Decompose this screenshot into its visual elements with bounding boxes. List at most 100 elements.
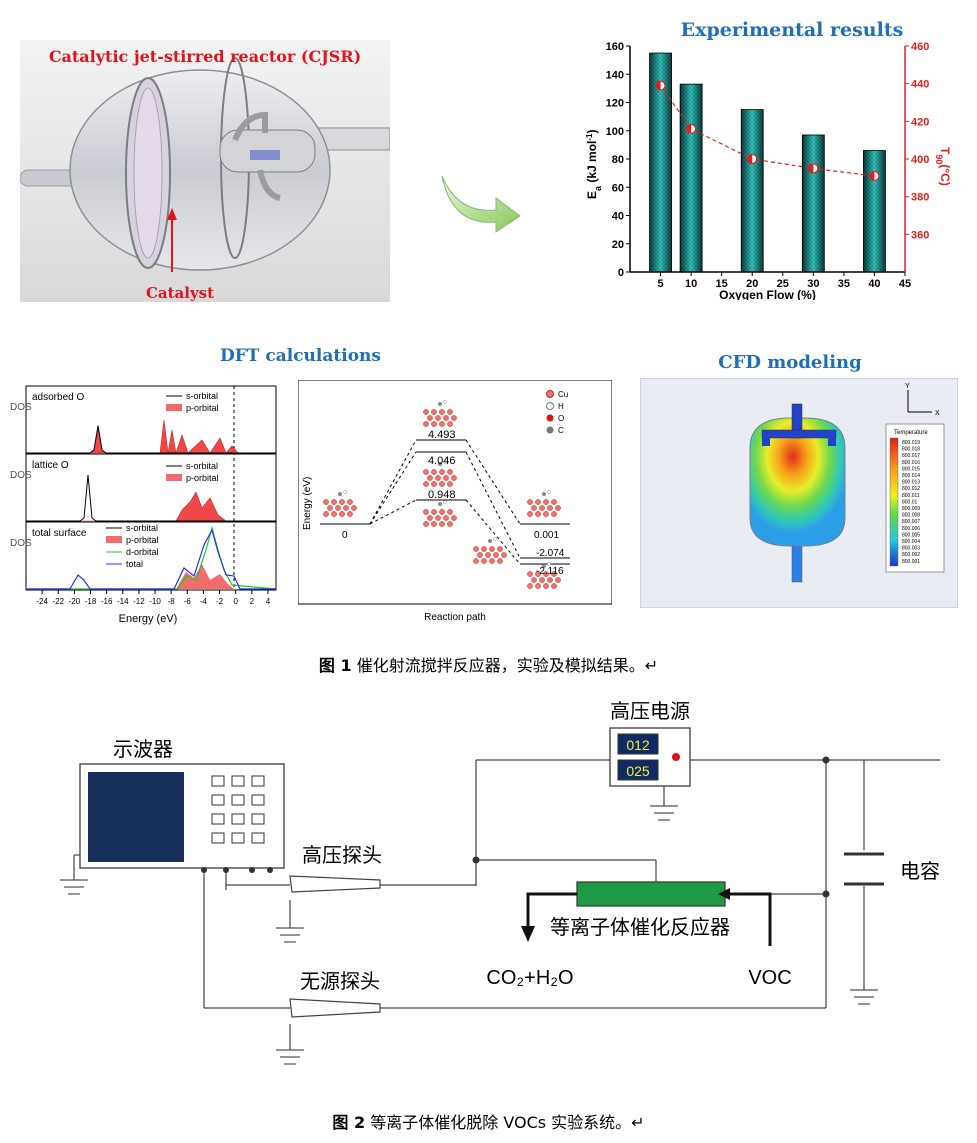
- x-tick-label: 25: [777, 278, 789, 290]
- atom-legend-o: O: [558, 414, 564, 423]
- cfd-legend-value: 800.008: [902, 513, 920, 519]
- cu-atom: [443, 415, 449, 421]
- y-left-tick-label: 140: [606, 69, 624, 81]
- passive-probe: [289, 998, 381, 1018]
- cu-atom: [323, 511, 329, 517]
- reaction-path-ylabel-rot: Energy (eV): [302, 477, 313, 530]
- dos-legend-s-3: s-orbital: [126, 523, 158, 533]
- oscilloscope-button: [211, 813, 225, 825]
- reaction-path-panel: Energy (eV) Energy (eV) 0 4.493 4.046 0.…: [297, 379, 613, 626]
- cu-atom: [431, 481, 437, 487]
- cu-atom: [439, 481, 445, 487]
- molecule-structures: [323, 400, 561, 589]
- level-m2116: -2.116: [536, 566, 564, 577]
- cu-atom: [539, 577, 545, 583]
- figure-1-text: 催化射流搅拌反应器，实验及模拟结果。↵: [351, 656, 659, 675]
- cfd-legend-value: 800.019: [902, 440, 920, 446]
- level-0: 0: [342, 530, 348, 541]
- oscilloscope-button: [231, 813, 245, 825]
- dos-x-tick-label: 4: [266, 597, 271, 606]
- cu-atom: [543, 511, 549, 517]
- cu-atom: [543, 571, 549, 577]
- cu-atom: [555, 505, 561, 511]
- x-tick-label: 10: [685, 278, 697, 290]
- cfd-legend-value: 800.005: [902, 532, 920, 538]
- ea-bar-hatch: [649, 53, 672, 272]
- oscilloscope-button: [211, 775, 225, 787]
- cu-atom: [435, 515, 441, 521]
- level-m2074: -2.074: [536, 548, 565, 559]
- cu-atom: [547, 577, 553, 583]
- dos-x-label: Energy (eV): [119, 613, 178, 625]
- cfd-legend-value: 800.013: [902, 480, 920, 486]
- cu-atom: [435, 415, 441, 421]
- cfd-temperature-legend: Temperature 800.019800.018800.017800.016…: [885, 423, 945, 573]
- y-left-tick-label: 80: [612, 154, 624, 166]
- cu-atom: [527, 583, 533, 589]
- cu-atom: [489, 558, 495, 564]
- cu-atom: [539, 505, 545, 511]
- cfd-legend-value: 800.014: [902, 473, 920, 479]
- dos-x-tick-label: 0: [233, 597, 238, 606]
- cu-atom: [339, 511, 345, 517]
- cfd-legend-title: Temperature: [894, 430, 928, 436]
- cfd-legend-value: 800.016: [902, 460, 920, 466]
- cu-atom: [331, 511, 337, 517]
- cu-atom: [535, 499, 541, 505]
- cu-atom: [431, 521, 437, 527]
- cfd-legend-value: 800.006: [902, 526, 920, 532]
- experimental-circuit: 示波器 012 025 高压电源 高压探头 无源探头 电容 等离子体催化反应器 …: [60, 700, 940, 1065]
- atom-legend-cu: Cu: [558, 390, 568, 399]
- dos-x-tick-label: -4: [200, 597, 208, 606]
- level-0948: 0.948: [428, 489, 456, 501]
- cu-atom: [481, 546, 487, 552]
- cjsr-panel: Catalytic jet-stirred reactor (CJSR) Cat…: [19, 40, 391, 302]
- cu-atom: [351, 505, 357, 511]
- hv-display-2: 025: [626, 763, 650, 779]
- cfd-axes-icon: Y X: [905, 383, 940, 417]
- y-left-tick-label: 100: [606, 126, 624, 138]
- oscilloscope-button: [231, 794, 245, 806]
- x-tick-label: 5: [657, 278, 663, 290]
- cu-atom: [431, 509, 437, 515]
- x-tick-label: 40: [868, 278, 880, 290]
- oscilloscope: [79, 763, 285, 873]
- figure-1-caption: 图 1 催化射流搅拌反应器，实验及模拟结果。↵: [0, 652, 977, 676]
- products-label: CO₂+H₂O: [486, 967, 573, 989]
- dos-legend-s-2: s-orbital: [186, 461, 218, 471]
- y-left-tick-label: 160: [606, 41, 624, 53]
- cfd-legend-value: 800.001: [902, 559, 920, 565]
- cu-atom: [531, 577, 537, 583]
- cu-atom: [347, 511, 353, 517]
- cfd-legend-value: 800.004: [902, 539, 920, 545]
- cu-atom: [423, 421, 429, 427]
- cu-atom: [435, 475, 441, 481]
- voc-label: VOC: [748, 967, 791, 989]
- dos-x-tick-label: -12: [133, 597, 145, 606]
- cu-atom: [423, 521, 429, 527]
- cu-atom: [551, 571, 557, 577]
- y-right-tick-label: 400: [911, 154, 929, 166]
- cfd-legend-value: 800.009: [902, 506, 920, 512]
- cu-atom: [473, 546, 479, 552]
- cjsr-title: Catalytic jet-stirred reactor (CJSR): [49, 47, 361, 66]
- dos-x-tick-label: -22: [52, 597, 64, 606]
- cu-atom: [485, 552, 491, 558]
- cfd-legend-value: 800.012: [902, 486, 920, 492]
- y-left-tick-label: 0: [618, 267, 624, 279]
- cu-atom: [343, 505, 349, 511]
- hv-display-1: 012: [626, 737, 650, 753]
- cu-atom: [489, 546, 495, 552]
- cu-atom: [423, 481, 429, 487]
- cu-atom: [535, 583, 541, 589]
- dos-x-tick-label: -14: [117, 597, 129, 606]
- oscilloscope-button: [251, 794, 265, 806]
- cu-atom: [497, 546, 503, 552]
- oscilloscope-label: 示波器: [113, 738, 173, 761]
- cu-atom: [427, 475, 433, 481]
- cu-atom: [527, 571, 533, 577]
